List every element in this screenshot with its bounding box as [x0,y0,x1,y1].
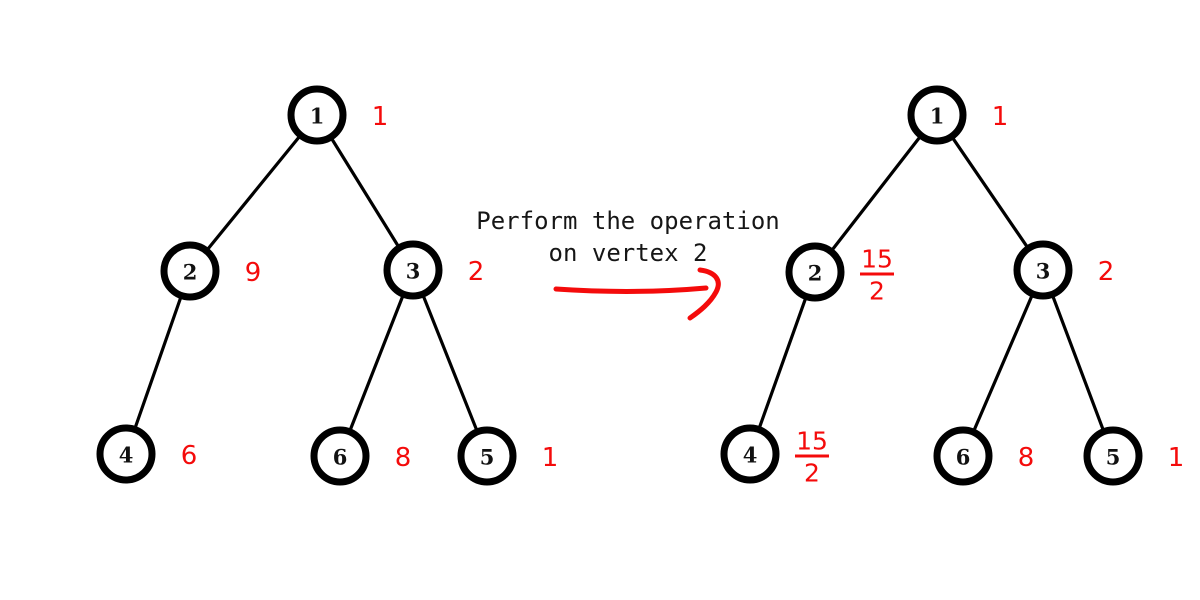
before-value-label-5: 1 [542,443,559,473]
before-value-label-4: 6 [181,441,198,471]
after-value-numerator-2: 15 [861,245,893,274]
before-node-circle-6 [310,426,370,486]
before-node-3: 3 [383,240,443,300]
before-node-1: 1 [287,85,347,145]
after-edge-3-5 [1051,295,1105,431]
after-node-label-3: 3 [1036,259,1051,284]
after-value-4: 152 [795,427,829,488]
before-node-label-1: 1 [310,104,325,129]
before-node-circle-2 [160,241,220,301]
before-value-label-1: 1 [372,102,389,132]
after-node-6: 6 [933,426,993,486]
after-value-3: 2 [1098,257,1115,287]
after-node-5: 5 [1083,426,1143,486]
after-edge-3-6 [972,295,1034,431]
before-value-label-3: 2 [468,257,485,287]
before-node-label-4: 4 [119,443,134,468]
after-node-circle-6 [933,426,993,486]
before-node-circle-4 [96,424,156,484]
after-node-circle-2 [785,242,845,302]
before-node-label-2: 2 [183,260,198,285]
after-edge-1-2 [831,136,921,251]
after-value-numerator-4: 15 [796,427,828,456]
caption-line-1: Perform the operation [476,207,779,235]
after-node-circle-5 [1083,426,1143,486]
after-node-label-2: 2 [808,261,823,286]
before-tree-nodes: 1 2 3 4 6 5 [96,85,517,486]
before-node-6: 6 [310,426,370,486]
after-node-label-5: 5 [1106,445,1121,470]
after-value-label-5: 1 [1168,443,1185,473]
after-node-circle-1 [907,85,967,145]
after-tree-nodes: 1 2 3 4 6 5 [720,85,1143,486]
caption-line-2: on vertex 2 [549,239,708,267]
after-node-4: 4 [720,424,780,484]
before-node-2: 2 [160,241,220,301]
after-value-5: 1 [1168,443,1185,473]
before-value-1: 1 [372,102,389,132]
before-node-circle-3 [383,240,443,300]
before-value-4: 6 [181,441,198,471]
before-edge-2-4 [133,296,183,429]
before-value-2: 9 [245,258,262,288]
after-node-label-6: 6 [956,445,971,470]
after-value-label-1: 1 [992,102,1009,132]
before-node-label-6: 6 [333,445,348,470]
after-value-label-6: 8 [1018,443,1035,473]
transition-arrow-icon [553,267,721,321]
after-value-label-3: 2 [1098,257,1115,287]
before-tree-values: 1 9 2 6 8 1 [181,102,559,473]
before-value-3: 2 [468,257,485,287]
after-value-1: 1 [992,102,1009,132]
after-value-6: 8 [1018,443,1035,473]
after-node-3: 3 [1013,240,1073,300]
after-node-circle-4 [720,424,780,484]
after-edge-2-4 [758,297,807,429]
before-value-label-6: 8 [395,443,412,473]
before-edge-3-5 [422,295,478,431]
after-value-denominator-4: 2 [804,459,820,488]
before-tree-edges [133,135,478,431]
after-value-2: 152 [860,245,894,306]
before-node-circle-5 [457,426,517,486]
before-node-label-5: 5 [480,445,495,470]
before-value-5: 1 [542,443,559,473]
after-edge-1-3 [951,137,1029,248]
before-value-6: 8 [395,443,412,473]
after-value-denominator-2: 2 [869,277,885,306]
after-node-1: 1 [907,85,967,145]
after-tree-edges [758,136,1105,431]
before-edge-1-3 [330,138,400,247]
after-node-label-1: 1 [930,104,945,129]
after-node-circle-3 [1013,240,1073,300]
before-edge-1-2 [206,135,301,251]
before-value-label-2: 9 [245,258,262,288]
before-node-4: 4 [96,424,156,484]
after-node-label-4: 4 [743,443,758,468]
before-edge-3-6 [348,295,405,431]
before-node-circle-1 [287,85,347,145]
before-node-label-3: 3 [406,259,421,284]
before-node-5: 5 [457,426,517,486]
after-node-2: 2 [785,242,845,302]
